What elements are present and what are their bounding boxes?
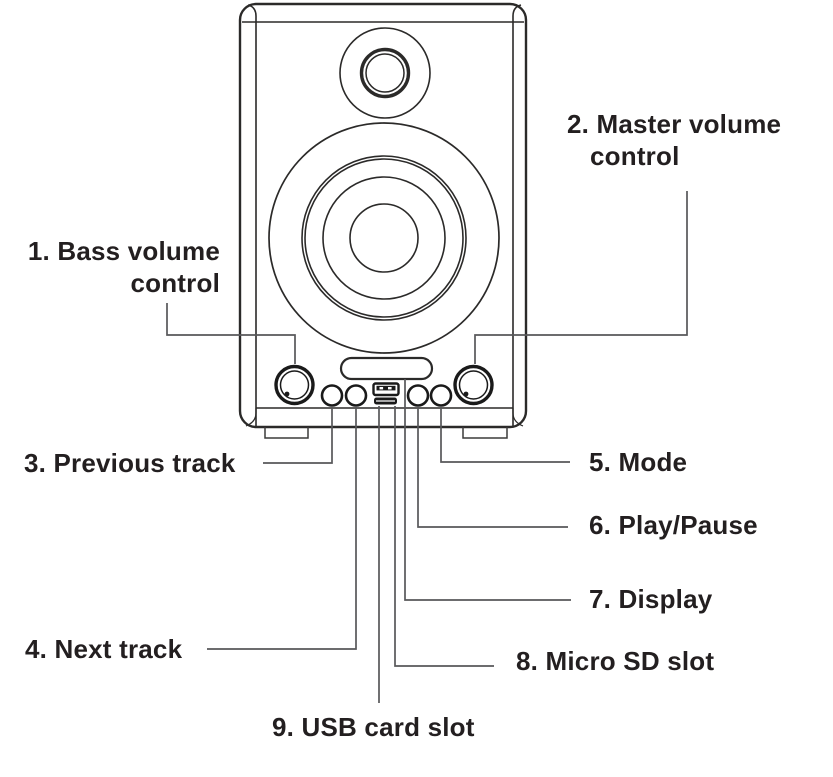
label-master-volume-control: 2. Master volume control xyxy=(567,108,781,172)
label-text: control xyxy=(130,268,220,298)
label-next-track: 4. Next track xyxy=(25,634,183,664)
label-micro-sd-slot: 8. Micro SD slot xyxy=(516,646,715,676)
label-usb-card-slot: 9. USB card slot xyxy=(272,712,475,742)
leader-line-next-track xyxy=(207,406,357,650)
knob-indicator-dot xyxy=(463,391,469,397)
leader-line-bass-volume xyxy=(166,303,296,364)
leader-line-mode xyxy=(440,406,570,463)
label-text: 1. Bass volume xyxy=(27,236,220,266)
leader-line-previous-track xyxy=(263,406,333,464)
label-display: 7. Display xyxy=(589,584,713,614)
leader-line-play-pause xyxy=(417,406,568,528)
woofer xyxy=(268,122,500,354)
micro-sd-slot xyxy=(374,397,397,405)
label-text: 2. Master volume xyxy=(567,109,782,139)
label-text: control xyxy=(590,141,680,171)
label-mode: 5. Mode xyxy=(589,447,688,477)
label-play-pause: 6. Play/Pause xyxy=(589,510,758,540)
label-bass-volume-control: 1. Bass volume control xyxy=(22,235,220,299)
leader-line-display xyxy=(404,379,571,601)
speaker-feet xyxy=(264,427,508,439)
knob-indicator-dot xyxy=(284,391,290,397)
label-previous-track: 3. Previous track xyxy=(24,448,236,478)
bass-volume-knob xyxy=(274,364,315,406)
usb-port xyxy=(372,382,400,397)
speaker-cabinet xyxy=(238,2,528,429)
leader-line-master-volume xyxy=(474,191,688,364)
tweeter xyxy=(339,27,431,119)
master-volume-knob xyxy=(453,364,494,406)
speaker-foot-right xyxy=(462,427,508,439)
mode-button xyxy=(429,384,453,407)
display-window xyxy=(339,356,434,381)
speaker-foot-left xyxy=(264,427,309,439)
previous-track-button xyxy=(320,384,344,407)
leader-line-micro-sd xyxy=(394,406,494,667)
next-track-button xyxy=(344,384,368,407)
play-pause-button xyxy=(406,384,430,407)
